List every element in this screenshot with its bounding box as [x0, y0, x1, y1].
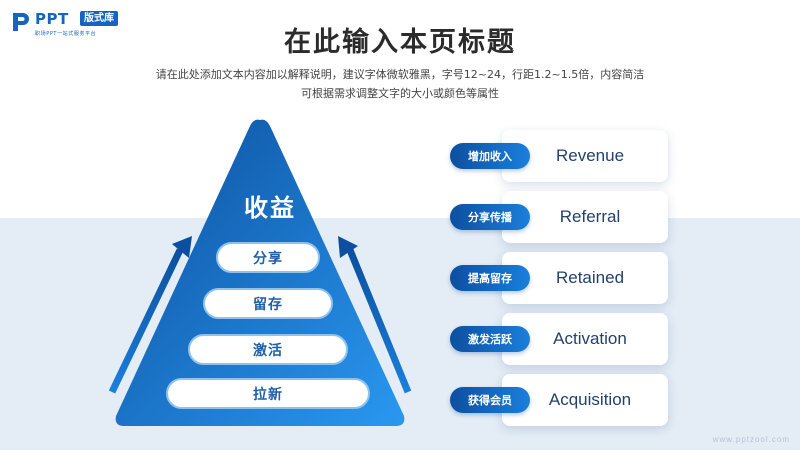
stage-tag: 提高留存: [450, 265, 530, 291]
stage-row-referral: Referral 分享传播: [450, 191, 670, 243]
watermark: www.pptzool.com: [712, 435, 790, 444]
pyramid-level-retain: 留存: [203, 288, 333, 319]
pyramid-diagram: 收益 分享 留存 激活 拉新: [100, 112, 420, 432]
logo-tag: 版式库: [80, 11, 118, 26]
description-line-2: 可根据需求调整文字的大小或颜色等属性: [301, 87, 499, 100]
logo-p-icon: [13, 13, 29, 31]
stage-row-acquisition: Acquisition 获得会员: [450, 374, 670, 426]
page-title: 在此输入本页标题: [284, 27, 516, 58]
pyramid-top-label: 收益: [244, 194, 296, 222]
logo-subtitle: 职场PPT一站式服务平台: [35, 31, 97, 37]
pyramid-level-activate: 激活: [188, 334, 348, 365]
stage-row-activation: Activation 激发活跃: [450, 313, 670, 365]
page-description: 请在此处添加文本内容加以解释说明，建议字体微软雅黑，字号12~24，行距1.2~…: [0, 65, 800, 103]
stage-tag: 获得会员: [450, 387, 530, 413]
pyramid-level-share: 分享: [216, 242, 320, 273]
stage-tag: 增加收入: [450, 143, 530, 169]
pyramid-level-acquire: 拉新: [166, 378, 370, 409]
stage-row-retained: Retained 提高留存: [450, 252, 670, 304]
description-line-1: 请在此处添加文本内容加以解释说明，建议字体微软雅黑，字号12~24，行距1.2~…: [155, 68, 645, 81]
stage-tag: 分享传播: [450, 204, 530, 230]
left-up-arrow-icon: [108, 236, 192, 394]
logo-brand-text: PPT: [35, 10, 69, 28]
right-up-arrow-icon: [338, 236, 412, 394]
stage-tag: 激发活跃: [450, 326, 530, 352]
stage-row-revenue: Revenue 增加收入: [450, 130, 670, 182]
stage-card: Acquisition: [502, 374, 668, 426]
brand-logo[interactable]: PPT 版式库 职场PPT一站式服务平台: [10, 10, 140, 37]
